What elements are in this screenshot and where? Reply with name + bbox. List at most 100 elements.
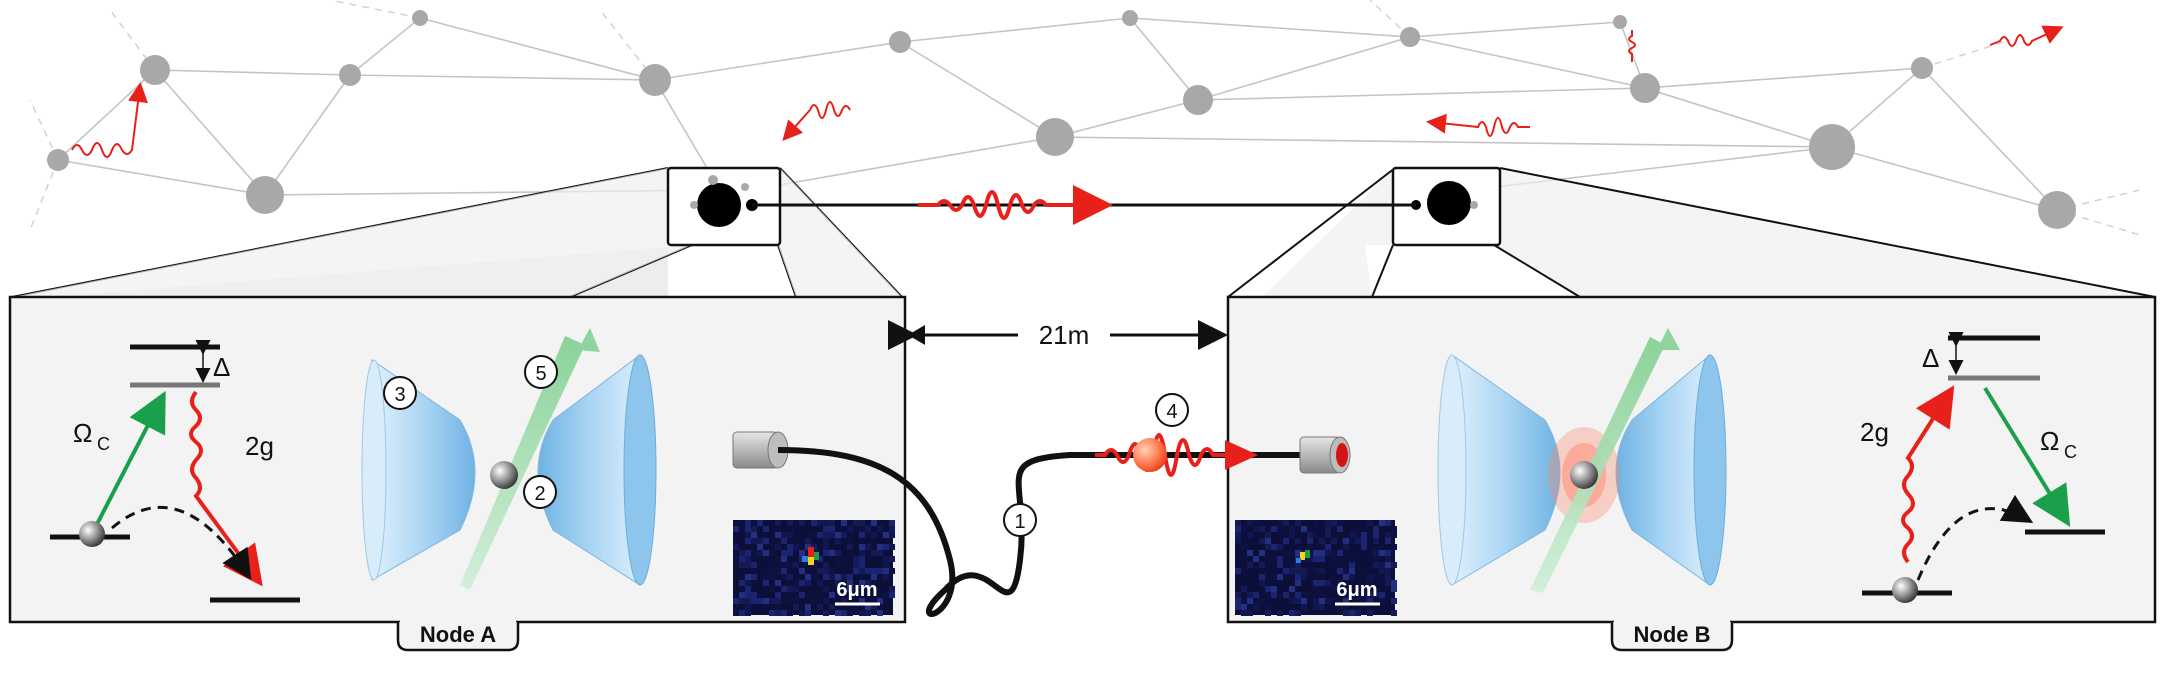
camera-noise-pixel xyxy=(1289,532,1295,538)
camera-noise-pixel xyxy=(1253,604,1259,610)
camera-noise-pixel xyxy=(889,526,895,532)
camera-noise-pixel xyxy=(1379,550,1385,556)
camera-noise-pixel xyxy=(823,520,829,526)
camera-noise-pixel xyxy=(1247,610,1253,616)
camera-noise-pixel xyxy=(853,556,859,562)
camera-noise-pixel xyxy=(1283,568,1289,574)
node-a-label: Node A xyxy=(420,622,496,647)
camera-noise-pixel xyxy=(793,598,799,604)
camera-noise-pixel xyxy=(745,604,751,610)
camera-noise-pixel xyxy=(883,544,889,550)
camera-noise-pixel xyxy=(1277,520,1283,526)
node-b-coupling-label: 2g xyxy=(1860,417,1889,447)
camera-noise-pixel xyxy=(757,598,763,604)
camera-noise-pixel xyxy=(781,574,787,580)
network-photons xyxy=(71,25,2064,158)
camera-noise-pixel xyxy=(811,532,817,538)
camera-noise-pixel xyxy=(1367,580,1373,586)
camera-noise-pixel xyxy=(889,544,895,550)
node-a-transfer-arrow xyxy=(111,505,252,581)
camera-noise-pixel xyxy=(1379,598,1385,604)
node-b-control-arrow xyxy=(1983,386,2071,527)
camera-noise-pixel xyxy=(853,520,859,526)
camera-noise-pixel xyxy=(739,610,745,616)
camera-noise-pixel xyxy=(763,598,769,604)
camera-noise-pixel xyxy=(799,568,805,574)
node-b-control-sub: C xyxy=(2064,442,2077,462)
node-b-transfer-arrow xyxy=(1916,494,2034,581)
svg-text:2: 2 xyxy=(534,483,545,505)
camera-noise-pixel xyxy=(1241,526,1247,532)
camera-noise-pixel xyxy=(835,598,841,604)
camera-noise-pixel xyxy=(1313,580,1319,586)
camera-noise-pixel xyxy=(1373,574,1379,580)
camera-noise-pixel xyxy=(1241,598,1247,604)
camera-noise-pixel xyxy=(1277,610,1283,616)
camera-noise-pixel xyxy=(1325,532,1331,538)
node-a-detuning-label: Δ xyxy=(213,352,230,382)
camera-noise-pixel xyxy=(745,538,751,544)
camera-noise-pixel xyxy=(829,550,835,556)
camera-noise-pixel xyxy=(823,532,829,538)
camera-noise-pixel xyxy=(1247,520,1253,526)
camera-noise-pixel xyxy=(775,556,781,562)
camera-noise-pixel xyxy=(1313,604,1319,610)
camera-noise-pixel xyxy=(1253,520,1259,526)
network-dashed-edges xyxy=(29,0,2141,236)
camera-noise-pixel xyxy=(1373,562,1379,568)
camera-noise-pixel xyxy=(787,586,793,592)
node-b-control-label: Ω xyxy=(2040,426,2059,456)
camera-noise-pixel xyxy=(1277,574,1283,580)
camera-noise-pixel xyxy=(1361,592,1367,598)
camera-noise-pixel xyxy=(793,604,799,610)
camera-noise-pixel xyxy=(1331,520,1337,526)
node-a-control-sub: C xyxy=(97,434,110,454)
camera-noise-pixel xyxy=(745,610,751,616)
camera-noise-pixel xyxy=(1307,538,1313,544)
camera-noise-pixel xyxy=(757,520,763,526)
camera-noise-pixel xyxy=(823,568,829,574)
node-a-marker-2: 2 xyxy=(523,475,557,509)
camera-noise-pixel xyxy=(823,586,829,592)
camera-noise-pixel xyxy=(1289,562,1295,568)
camera-noise-pixel xyxy=(1295,592,1301,598)
camera-noise-pixel xyxy=(823,544,829,550)
camera-noise-pixel xyxy=(859,526,865,532)
camera-noise-pixel xyxy=(877,550,883,556)
camera-noise-pixel xyxy=(1289,610,1295,616)
camera-noise-pixel xyxy=(1295,580,1301,586)
camera-noise-pixel xyxy=(1295,520,1301,526)
node-b-level-scheme: Δ 2g Ω C xyxy=(1860,332,2105,603)
camera-noise-pixel xyxy=(1391,580,1397,586)
camera-noise-pixel xyxy=(1301,526,1307,532)
camera-noise-pixel xyxy=(745,526,751,532)
camera-noise-pixel xyxy=(1367,610,1373,616)
camera-noise-pixel xyxy=(1391,532,1397,538)
camera-noise-pixel xyxy=(1289,568,1295,574)
channel-marker-4: 4 xyxy=(1155,393,1189,427)
camera-noise-pixel xyxy=(1271,592,1277,598)
camera-noise-pixel xyxy=(847,586,853,592)
photon-wave-4 xyxy=(1628,30,1636,62)
camera-noise-pixel xyxy=(775,604,781,610)
camera-noise-pixel xyxy=(1349,610,1355,616)
camera-noise-pixel xyxy=(847,574,853,580)
channel-marker-1: 1 xyxy=(1003,503,1037,537)
camera-noise-pixel xyxy=(1379,562,1385,568)
camera-noise-pixel xyxy=(1361,532,1367,538)
camera-noise-pixel xyxy=(739,592,745,598)
camera-noise-pixel xyxy=(889,520,895,526)
camera-noise-pixel xyxy=(871,532,877,538)
camera-noise-pixel xyxy=(769,610,775,616)
camera-noise-pixel xyxy=(769,550,775,556)
camera-noise-pixel xyxy=(751,532,757,538)
camera-noise-pixel xyxy=(1295,574,1301,580)
camera-noise-pixel xyxy=(799,592,805,598)
camera-noise-pixel xyxy=(1385,532,1391,538)
camera-noise-pixel xyxy=(1349,574,1355,580)
camera-noise-pixel xyxy=(751,550,757,556)
node-b-control-beam xyxy=(1530,337,1665,593)
camera-noise-pixel xyxy=(733,598,739,604)
camera-noise-pixel xyxy=(1313,598,1319,604)
camera-noise-pixel xyxy=(877,598,883,604)
